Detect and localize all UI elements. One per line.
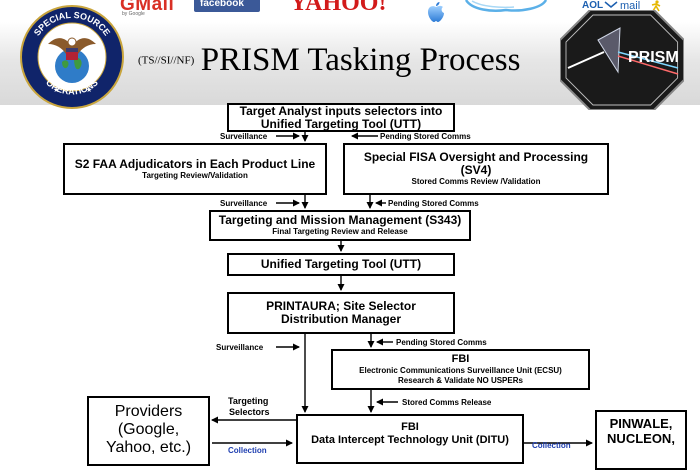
prism-logo-text: PRISM xyxy=(628,49,679,66)
classification-marking: (TS//SI//NF) xyxy=(138,54,195,67)
box-ecsu-line3: Research & Validate NO USPERs xyxy=(398,376,523,385)
label-pending-stored-comms-2: Pending Stored Comms xyxy=(388,199,479,208)
box-pinwale-line2: NUCLEON, xyxy=(607,431,675,446)
box-printaura-line1: PRINTAURA; Site Selector xyxy=(266,299,416,313)
box-s2-adjudicators: S2 FAA Adjudicators in Each Product Line… xyxy=(63,143,327,195)
label-targeting: Targeting xyxy=(228,396,269,406)
box-ditu-line2: Data Intercept Technology Unit (DITU) xyxy=(311,434,509,446)
box-sv4-oversight: Special FISA Oversight and Processing (S… xyxy=(343,143,609,195)
box-sv4-line1: Special FISA Oversight and Processing xyxy=(363,150,589,164)
box-sv4-line2: (SV4) xyxy=(460,163,492,177)
svg-text:★: ★ xyxy=(53,86,59,94)
label-surveillance-1: Surveillance xyxy=(220,132,268,141)
mail-logo-text: mail xyxy=(620,0,641,12)
label-surveillance-2: Surveillance xyxy=(220,199,268,208)
box-providers-line1: Providers xyxy=(114,403,183,420)
gmail-logo: GMail xyxy=(120,0,175,15)
box-pinwale-line1: PINWALE, xyxy=(609,416,673,431)
label-stored-comms-release: Stored Comms Release xyxy=(402,398,492,407)
label-selectors: Selectors xyxy=(229,407,270,417)
title-text: PRISM Tasking Process xyxy=(200,42,521,78)
gmail-by-google-text: by Google xyxy=(122,11,145,17)
box-target-analyst-line1: Target Analyst inputs selectors into xyxy=(239,103,443,118)
box-ecsu-line1: FBI xyxy=(451,353,470,365)
box-providers-line3: Yahoo, etc.) xyxy=(105,439,192,456)
box-fbi-ditu: FBI Data Intercept Technology Unit (DITU… xyxy=(296,414,524,464)
box-s2-line2: Targeting Review/Validation xyxy=(142,170,248,180)
box-providers-line2: (Google, xyxy=(117,421,180,438)
prism-logo: PRISM xyxy=(560,10,684,110)
box-providers: Providers (Google, Yahoo, etc.) xyxy=(87,396,210,466)
box-pinwale: PINWALE, NUCLEON, xyxy=(595,410,687,470)
provider-logo-strip: GMail by Google facebook YAHOO! AOL mail xyxy=(0,0,700,24)
box-ecsu-line2: Electronic Communications Surveillance U… xyxy=(359,366,562,375)
label-collection-right: Collection xyxy=(532,441,571,450)
label-pending-stored-comms-3: Pending Stored Comms xyxy=(396,338,487,347)
box-s343-line2: Final Targeting Review and Release xyxy=(272,227,408,236)
facebook-logo-text: facebook xyxy=(200,0,244,9)
label-pending-stored-comms-1: Pending Stored Comms xyxy=(380,132,471,141)
box-utt-line1: Unified Targeting Tool (UTT) xyxy=(260,257,422,271)
box-s2-line1: S2 FAA Adjudicators in Each Product Line xyxy=(74,156,316,171)
box-s343-targeting: Targeting and Mission Management (S343) … xyxy=(209,210,471,241)
box-printaura: PRINTAURA; Site Selector Distribution Ma… xyxy=(227,292,455,334)
box-utt: Unified Targeting Tool (UTT) xyxy=(227,253,455,276)
yahoo-logo: YAHOO! xyxy=(290,0,387,16)
cloud-logo xyxy=(464,0,548,12)
flow-arrows xyxy=(211,131,593,447)
aol-mail-icon xyxy=(604,1,618,8)
box-fbi-ecsu: FBI Electronic Communications Surveillan… xyxy=(331,349,590,390)
box-ditu-line1: FBI xyxy=(401,421,419,433)
svg-text:★: ★ xyxy=(86,86,92,94)
box-target-analyst: Target Analyst inputs selectors into Uni… xyxy=(227,103,455,132)
box-target-analyst-line2: Unified Targeting Tool (UTT) xyxy=(260,116,422,131)
label-surveillance-3: Surveillance xyxy=(216,343,264,352)
box-sv4-line3: Stored Comms Review /Validation xyxy=(411,177,541,186)
prism-shape-icon xyxy=(597,27,621,74)
apple-icon xyxy=(428,2,444,23)
box-s343-line1: Targeting and Mission Management (S343) xyxy=(218,213,462,227)
label-collection-left: Collection xyxy=(228,446,267,455)
page-title: (TS//SI//NF) PRISM Tasking Process xyxy=(138,42,520,79)
sso-seal-logo: SPECIAL SOURCE OPERATIONS ★ ★ xyxy=(20,5,124,109)
facebook-logo: facebook xyxy=(194,0,260,12)
globe-icon xyxy=(55,49,89,83)
aol-logo: AOL xyxy=(582,0,604,11)
box-printaura-line2: Distribution Manager xyxy=(280,312,401,326)
